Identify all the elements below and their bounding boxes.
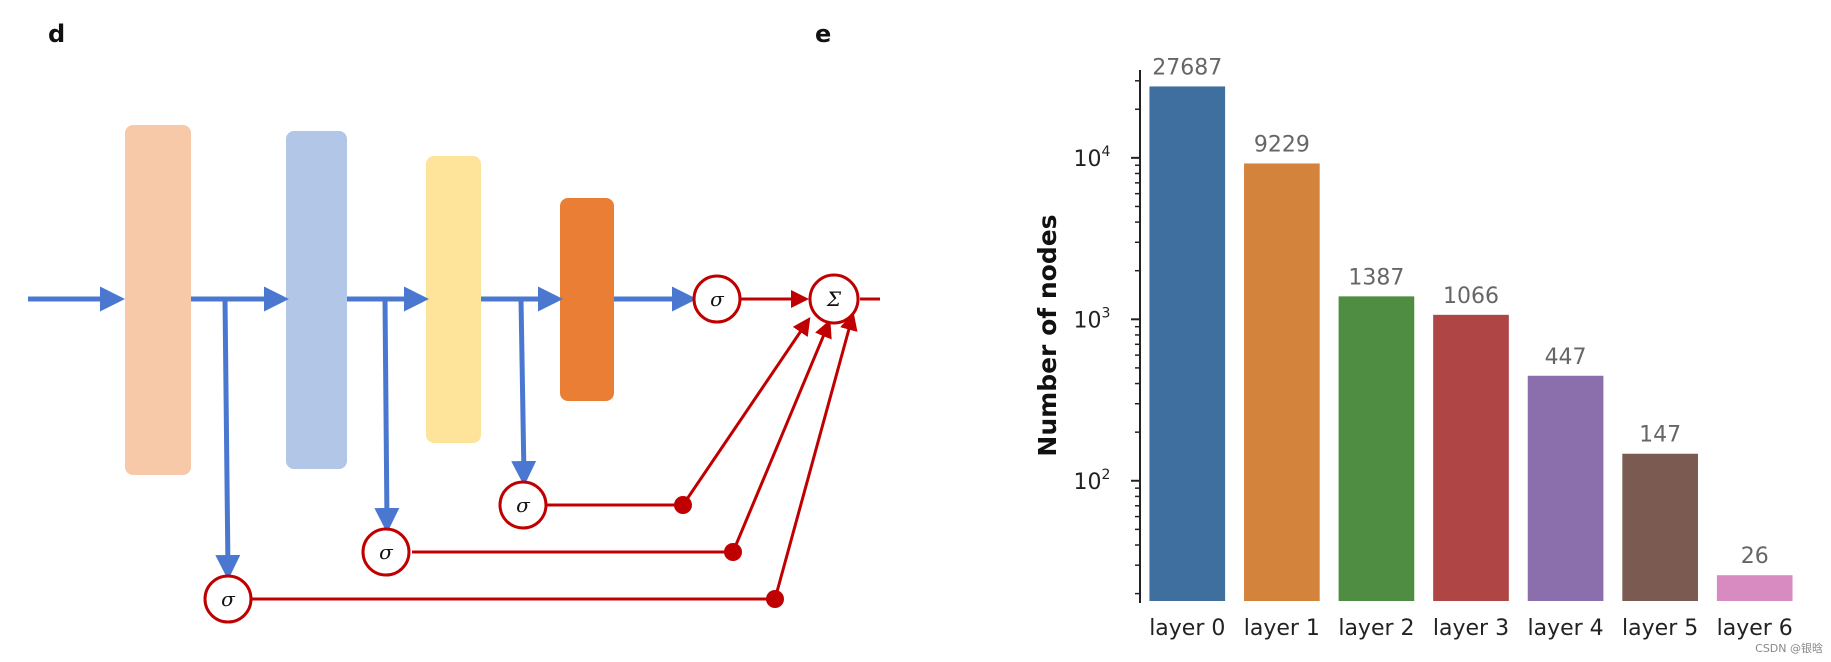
network-diagram: σ σ σ σ Σ bbox=[28, 125, 880, 624]
bar-layer-3 bbox=[1433, 314, 1509, 601]
panel-label-d: d bbox=[48, 20, 66, 48]
y-axis-label: Number of nodes bbox=[1033, 214, 1062, 456]
bar-chart: 27687 9229 1387 1066 447 147 26 layer 0 layer 1… bbox=[1033, 55, 1793, 641]
sigma-symbol: σ bbox=[710, 287, 725, 311]
data-label: 1387 bbox=[1348, 265, 1404, 290]
x-tick-labels-group: layer 0 layer 1 layer 2 layer 3 layer 4 layer… bbox=[1149, 616, 1793, 641]
block-2 bbox=[286, 131, 347, 469]
data-label: 26 bbox=[1741, 544, 1769, 569]
bar-layer-1 bbox=[1244, 163, 1320, 601]
bar-layer-6 bbox=[1716, 575, 1793, 601]
branch-arrow-1 bbox=[215, 298, 241, 580]
data-labels-group: 27687 9229 1387 1066 447 147 26 bbox=[1152, 55, 1768, 569]
sum-symbol: Σ bbox=[826, 287, 842, 311]
sigma-symbol: σ bbox=[379, 540, 394, 564]
data-label: 447 bbox=[1545, 345, 1587, 370]
block-4 bbox=[560, 198, 614, 401]
bar-layer-4 bbox=[1527, 375, 1604, 601]
sigma-node-2: σ bbox=[361, 527, 411, 577]
bar-layer-0 bbox=[1149, 86, 1226, 602]
data-label: 9229 bbox=[1254, 132, 1310, 157]
sigma-symbol: σ bbox=[221, 587, 236, 611]
y-axis: 102 103 104 bbox=[1074, 70, 1141, 603]
junction-dot-2 bbox=[724, 543, 742, 561]
data-label: 147 bbox=[1639, 423, 1681, 448]
branch-arrow-3 bbox=[511, 298, 537, 486]
y-tick-label: 102 bbox=[1074, 467, 1111, 495]
bar-layer-2 bbox=[1338, 296, 1415, 601]
y-tick-label: 104 bbox=[1074, 144, 1111, 172]
watermark: CSDN @银晗 bbox=[1755, 642, 1823, 655]
sigma-node-1: σ bbox=[203, 574, 253, 624]
bar-layer-5 bbox=[1622, 453, 1698, 601]
x-tick-label: layer 4 bbox=[1527, 616, 1603, 641]
block-1 bbox=[125, 125, 191, 475]
junction-dot-1 bbox=[674, 496, 692, 514]
x-tick-label: layer 1 bbox=[1244, 616, 1320, 641]
x-tick-label: layer 6 bbox=[1717, 616, 1793, 641]
bars-group bbox=[1149, 86, 1793, 602]
data-label: 27687 bbox=[1152, 55, 1222, 80]
y-tick-label: 103 bbox=[1074, 305, 1111, 333]
x-tick-label: layer 3 bbox=[1433, 616, 1509, 641]
sigma-symbol: σ bbox=[516, 493, 531, 517]
sigma-node-main: σ bbox=[692, 274, 742, 324]
junction-dot-3 bbox=[766, 590, 784, 608]
x-tick-label: layer 5 bbox=[1622, 616, 1698, 641]
block-3 bbox=[426, 156, 481, 443]
x-tick-label: layer 2 bbox=[1338, 616, 1414, 641]
branch-arrow-2 bbox=[374, 298, 400, 533]
panel-label-e: e bbox=[815, 20, 832, 48]
sigma-node-3: σ bbox=[498, 480, 548, 530]
x-tick-label: layer 0 bbox=[1149, 616, 1225, 641]
sum-node: Σ bbox=[808, 273, 860, 325]
data-label: 1066 bbox=[1443, 284, 1499, 309]
